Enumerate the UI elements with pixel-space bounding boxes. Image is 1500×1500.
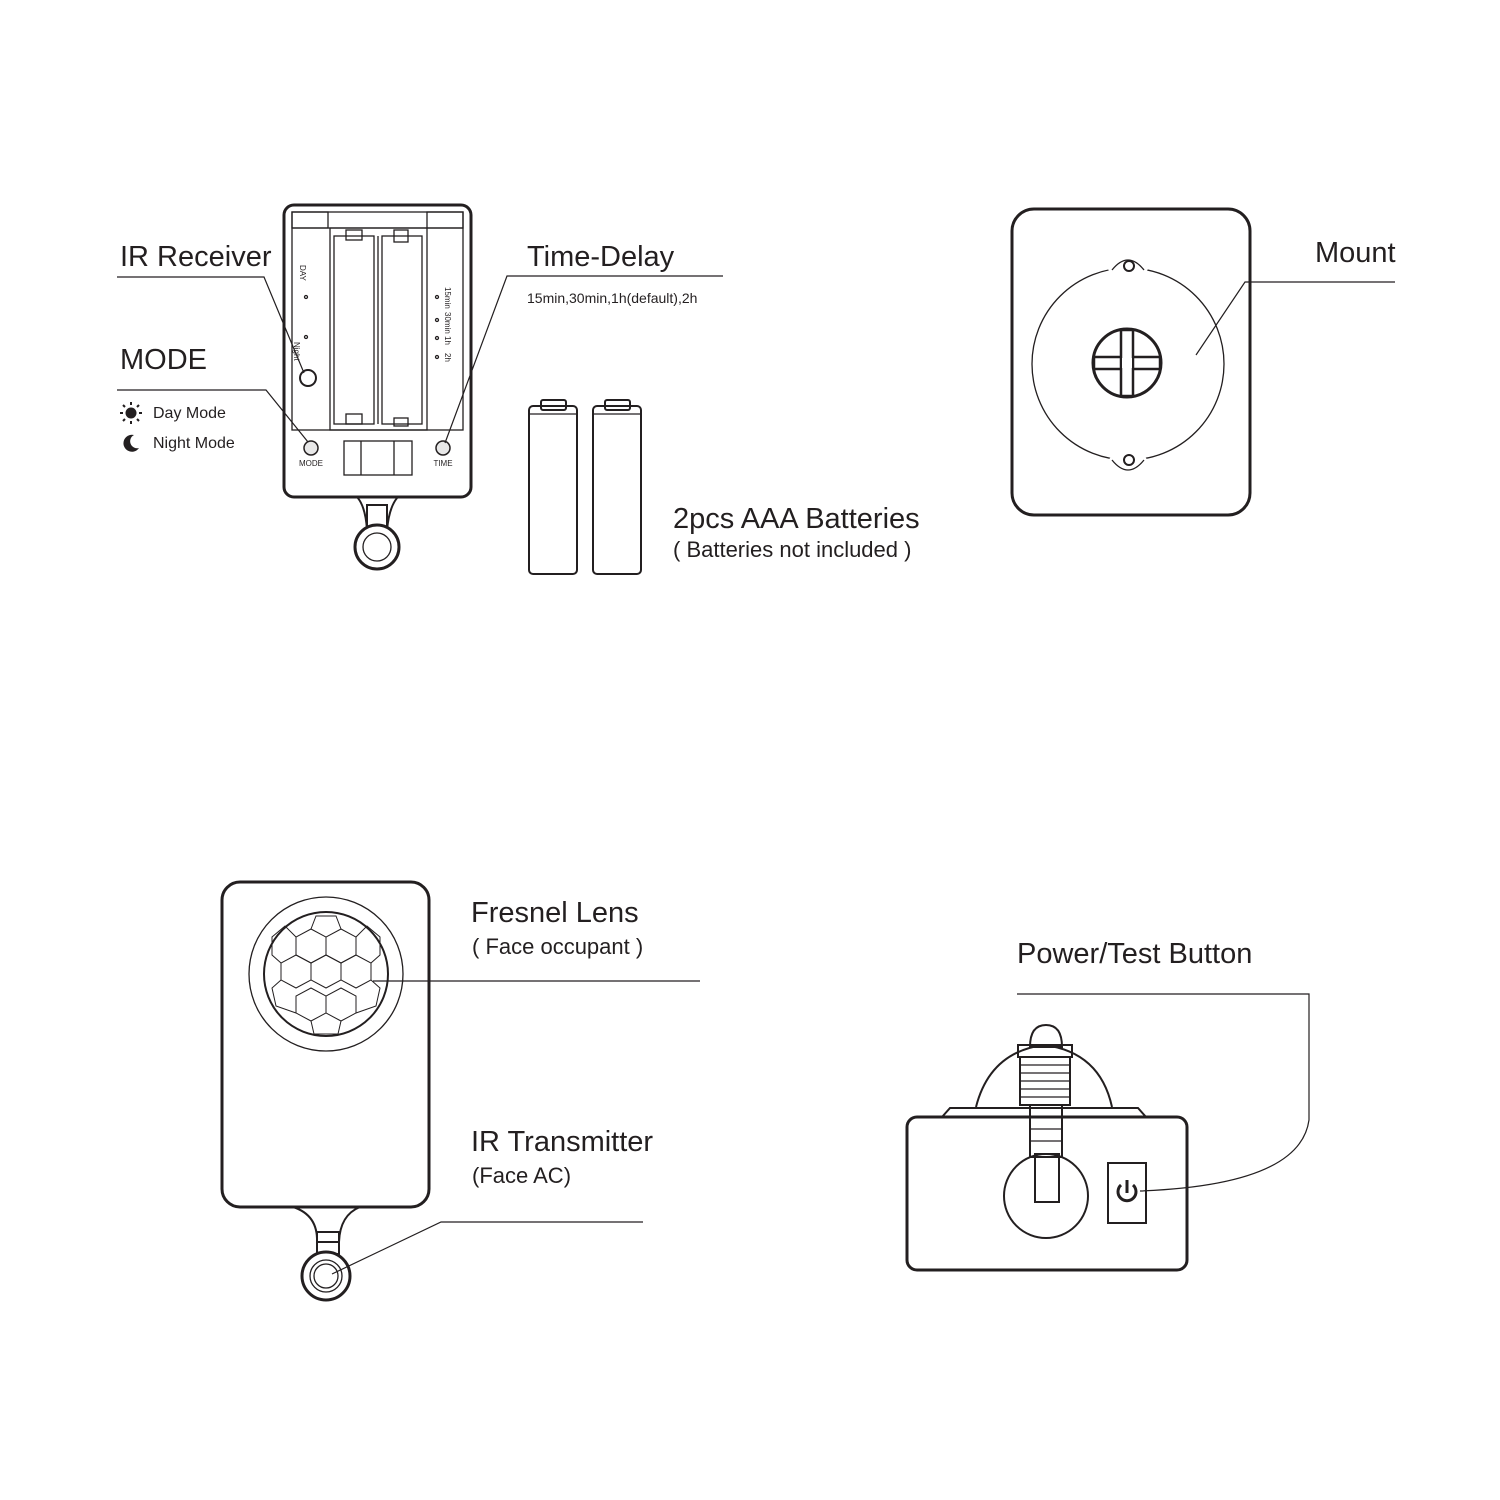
time-button[interactable]: [435, 440, 451, 456]
sun-icon: [120, 402, 142, 424]
fresnel-lens-note: ( Face occupant ): [472, 934, 643, 959]
time-delay-title: Time-Delay: [527, 241, 675, 273]
ir-transmitter-note: (Face AC): [472, 1163, 571, 1188]
power-test-button-label: Power/Test Button: [1017, 938, 1252, 970]
power-test-button[interactable]: [1107, 1162, 1147, 1224]
sensor-back-view: DAY Night 15min 30min 1h 2h MODE TIME: [282, 203, 473, 571]
device-night-label: Night: [292, 342, 301, 361]
device-time-15min: 15min: [443, 287, 452, 309]
batteries-title: 2pcs AAA Batteries: [673, 503, 920, 535]
mode-title: MODE: [120, 344, 207, 376]
mount-label: Mount: [1315, 237, 1396, 269]
fresnel-lens-title: Fresnel Lens: [471, 897, 639, 929]
sensor-side-view: [905, 1023, 1189, 1272]
power-icon: [1116, 1180, 1138, 1203]
day-mode-label: Day Mode: [153, 405, 226, 422]
device-time-30min: 30min: [443, 312, 452, 334]
sensor-front-view: [220, 880, 431, 1302]
ir-receiver-label: IR Receiver: [120, 241, 272, 273]
mount-plate: [1010, 207, 1252, 517]
night-mode-label: Night Mode: [153, 435, 235, 452]
ir-receiver-window: [299, 369, 317, 387]
device-time-1h: 1h: [443, 336, 452, 345]
device-day-label: DAY: [298, 265, 307, 282]
device-time-label: TIME: [433, 459, 452, 468]
moon-icon: [123, 434, 139, 452]
mode-button[interactable]: [303, 440, 319, 456]
aaa-battery-2: [592, 399, 642, 575]
device-time-2h: 2h: [443, 353, 452, 362]
ir-transmitter-title: IR Transmitter: [471, 1126, 653, 1158]
time-delay-options: 15min,30min,1h(default),2h: [527, 290, 697, 306]
aaa-battery-1: [528, 399, 578, 575]
batteries-note: ( Batteries not included ): [673, 537, 911, 562]
fresnel-lens: [263, 911, 389, 1037]
device-mode-label: MODE: [299, 459, 323, 468]
